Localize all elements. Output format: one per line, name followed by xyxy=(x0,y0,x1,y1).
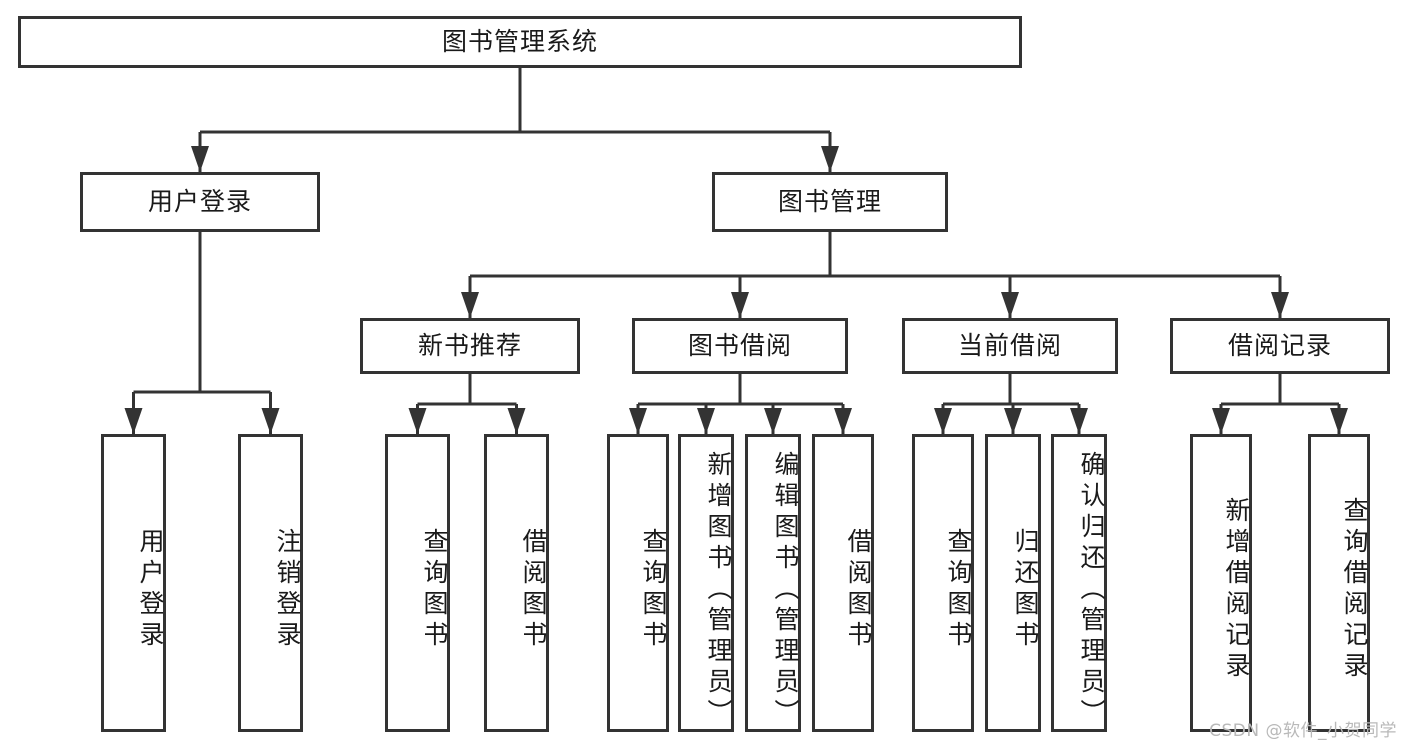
node-leaf-borrow-lend[interactable]: 借阅图书 xyxy=(812,434,874,732)
arrowhead-leaf-rec-add xyxy=(1212,408,1230,434)
node-book-manage[interactable]: 图书管理 xyxy=(712,172,948,232)
arrowhead-leaf-rec-query xyxy=(408,408,427,434)
watermark-label: CSDN @软件_小贺同学 xyxy=(1209,721,1397,741)
node-label-leaf-borrow-lend: 借阅图书 xyxy=(844,528,873,652)
arrowhead-current-borrow xyxy=(1001,292,1019,318)
node-label-root: 图书管理系统 xyxy=(441,27,598,57)
node-label-leaf-borrow-edit: 编辑图书（管理员） xyxy=(771,451,800,730)
node-label-leaf-rec-search: 查询借阅记录 xyxy=(1340,497,1369,683)
arrowhead-leaf-rec-search xyxy=(1330,408,1348,434)
node-leaf-cur-query[interactable]: 查询图书 xyxy=(912,434,974,732)
node-leaf-cur-return[interactable]: 归还图书 xyxy=(985,434,1041,732)
node-label-leaf-cur-return: 归还图书 xyxy=(1011,528,1040,652)
node-leaf-borrow-edit[interactable]: 编辑图书（管理员） xyxy=(745,434,801,732)
node-leaf-cur-confirm[interactable]: 确认归还（管理员） xyxy=(1051,434,1107,732)
node-label-leaf-borrow-add: 新增图书（管理员） xyxy=(704,451,733,730)
arrowhead-user-login xyxy=(191,146,209,172)
arrowhead-leaf-user-logout xyxy=(261,408,280,434)
node-label-borrow-record: 借阅记录 xyxy=(1227,331,1332,361)
arrowhead-leaf-borrow-add xyxy=(697,408,715,434)
node-leaf-user-logout[interactable]: 注销登录 xyxy=(238,434,303,732)
node-label-leaf-borrow-query: 查询图书 xyxy=(639,528,668,652)
arrowhead-borrow-record xyxy=(1271,292,1289,318)
node-label-leaf-cur-confirm: 确认归还（管理员） xyxy=(1077,451,1106,730)
node-root[interactable]: 图书管理系统 xyxy=(18,16,1022,68)
arrowhead-leaf-user-login xyxy=(124,408,143,434)
node-label-book-borrow: 图书借阅 xyxy=(687,331,792,361)
node-leaf-borrow-add[interactable]: 新增图书（管理员） xyxy=(678,434,734,732)
arrowhead-leaf-cur-confirm xyxy=(1070,408,1088,434)
node-label-leaf-user-logout: 注销登录 xyxy=(273,528,302,652)
node-label-leaf-rec-borrow: 借阅图书 xyxy=(519,528,548,652)
arrowhead-book-borrow xyxy=(731,292,749,318)
arrowhead-leaf-borrow-lend xyxy=(834,408,852,434)
node-book-borrow[interactable]: 图书借阅 xyxy=(632,318,848,374)
node-leaf-rec-borrow[interactable]: 借阅图书 xyxy=(484,434,549,732)
node-leaf-borrow-query[interactable]: 查询图书 xyxy=(607,434,669,732)
node-user-login[interactable]: 用户登录 xyxy=(80,172,320,232)
node-label-leaf-rec-add: 新增借阅记录 xyxy=(1222,497,1251,683)
node-label-current-borrow: 当前借阅 xyxy=(957,331,1062,361)
arrowhead-book-manage xyxy=(821,146,839,172)
node-label-leaf-cur-query: 查询图书 xyxy=(944,528,973,652)
arrowhead-new-book-rec xyxy=(461,292,479,318)
node-borrow-record[interactable]: 借阅记录 xyxy=(1170,318,1390,374)
node-label-leaf-rec-query: 查询图书 xyxy=(420,528,449,652)
node-leaf-rec-query[interactable]: 查询图书 xyxy=(385,434,450,732)
arrowhead-leaf-cur-query xyxy=(934,408,952,434)
node-leaf-user-login[interactable]: 用户登录 xyxy=(101,434,166,732)
node-label-leaf-user-login: 用户登录 xyxy=(136,528,165,652)
arrowhead-leaf-borrow-query xyxy=(629,408,647,434)
node-leaf-rec-search[interactable]: 查询借阅记录 xyxy=(1308,434,1370,732)
arrowhead-leaf-cur-return xyxy=(1004,408,1022,434)
node-label-book-manage: 图书管理 xyxy=(777,187,882,217)
node-label-new-book-rec: 新书推荐 xyxy=(417,331,522,361)
node-current-borrow[interactable]: 当前借阅 xyxy=(902,318,1118,374)
node-leaf-rec-add[interactable]: 新增借阅记录 xyxy=(1190,434,1252,732)
node-new-book-rec[interactable]: 新书推荐 xyxy=(360,318,580,374)
arrowhead-leaf-borrow-edit xyxy=(764,408,782,434)
arrowhead-leaf-rec-borrow xyxy=(507,408,526,434)
node-label-user-login: 用户登录 xyxy=(147,187,252,217)
